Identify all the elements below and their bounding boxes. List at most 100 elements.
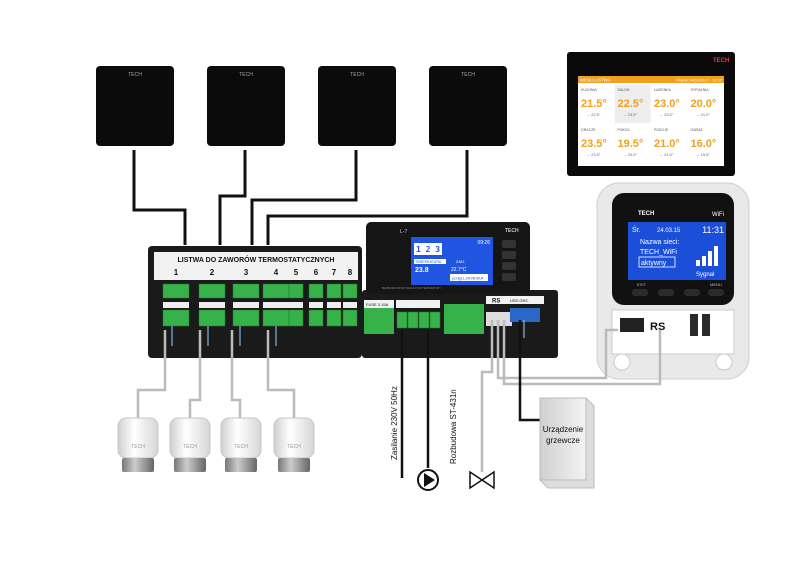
tile-name: KUCHNIA <box>581 88 597 92</box>
terminal-top <box>308 283 324 299</box>
wifi-status: aktywny <box>641 260 667 267</box>
terminal-bottom <box>232 309 260 327</box>
strip-rs-label: RS <box>492 299 500 305</box>
valve-symbol <box>469 470 495 490</box>
tile-temp: 21.0° <box>654 138 680 150</box>
tile-name: ŁAZIENKA <box>654 88 672 92</box>
sensor-brand: TECH <box>128 72 142 78</box>
tile-set: → 21.0° <box>696 112 711 117</box>
wifi-net-label: Nazwa sieci: <box>640 239 679 246</box>
thermostatic-actuator: TECH <box>220 417 262 472</box>
actuator-brand: TECH <box>183 444 197 450</box>
actuator-brand: TECH <box>131 444 145 450</box>
wifi-label: WiFi <box>712 212 724 218</box>
zone-number-4: 4 <box>274 268 279 277</box>
wifi-time: 11:31 <box>702 225 724 235</box>
terminal-top <box>232 283 260 299</box>
tile-name: SALON <box>618 88 630 92</box>
wifi-module: TECH WiFi Śr. 24.03.15 11:31 Nazwa sieci… <box>596 182 750 380</box>
wifi-menu-button <box>708 289 724 296</box>
terminal-bottom <box>308 309 324 327</box>
panel-tile: KUCHNIA 21.5° → 22.5° <box>578 85 614 123</box>
zone-number-2: 2 <box>210 268 215 277</box>
terminal-label <box>233 302 259 308</box>
tile-set: → 23.0° <box>623 112 638 117</box>
set-label: ZAD. <box>456 259 465 264</box>
tile-name: GARAŻ <box>691 127 704 132</box>
tile-temp: 23.5° <box>581 138 607 150</box>
expansion-label: Rozbudowa ST-431n <box>449 389 458 464</box>
panel-title: LISTWA <box>594 78 611 83</box>
wifi-date: 24.03.15 <box>657 228 681 234</box>
panel-brand: TECH <box>713 58 729 64</box>
terminal-label <box>289 302 303 308</box>
device-line1: Urządzenie <box>543 425 584 434</box>
controller-time: 09:26 <box>477 240 490 246</box>
wifi-exit-button <box>632 289 648 296</box>
zone-number-6: 6 <box>314 268 319 277</box>
tile-temp: 19.5° <box>618 138 644 150</box>
wifi-brand: TECH <box>638 211 654 217</box>
pump-symbol <box>417 469 439 491</box>
tile-temp: 23.0° <box>654 98 680 110</box>
wifi-exit-label: EXIT <box>637 282 646 287</box>
sensor-brand: TECH <box>350 72 364 78</box>
wifi-down-button <box>684 289 700 296</box>
tile-set: → 21.0° <box>659 152 674 157</box>
tile-temp: 21.5° <box>581 98 607 110</box>
zone-number-3: 3 <box>244 268 249 277</box>
terminal-bottom <box>288 309 304 327</box>
temp-value: 23.8 <box>415 267 429 274</box>
status-text: podgrz.ZA NISKA <box>452 276 484 281</box>
bottom-wires <box>136 320 662 478</box>
temp-label: TEMPERATURA <box>415 260 442 264</box>
actuator-brand: TECH <box>234 444 248 450</box>
panel-tile: POKÓJ 19.5° → 20.0° <box>615 125 651 163</box>
actuator-brand: TECH <box>287 444 301 450</box>
controller-model: L-7 <box>400 229 407 235</box>
strip-title: LISTWA DO ZAWORÓW TERMOSTATYCZNYCH <box>178 255 335 264</box>
rs-socket <box>620 318 644 332</box>
terminal-bottom <box>326 309 342 327</box>
terminal-top <box>326 283 342 299</box>
terminal-label <box>309 302 323 308</box>
sensor-wires <box>132 150 469 245</box>
room-sensor: TECH <box>429 66 507 146</box>
touch-panel: MENU LISTWA Piątek 24/03/2017 - 11:37 TE… <box>567 52 735 176</box>
wifi-net-name: TECH_WiFi <box>640 249 677 256</box>
wifi-rs-label: RS <box>650 321 665 333</box>
tile-name: POKÓJ <box>618 127 630 132</box>
panel-date: Piątek 24/03/2017 - 11:37 <box>676 78 722 83</box>
controller-desc: BEZPRZEWODOWY REGULATOR TEMPERATURY <box>382 287 441 290</box>
tile-set: → 15.5° <box>696 152 711 157</box>
terminal-bottom <box>262 309 290 327</box>
zone-number-7: 7 <box>332 268 337 277</box>
zone-number-8: 8 <box>348 268 353 277</box>
sensor-brand: TECH <box>461 72 475 78</box>
terminal-label <box>343 302 357 308</box>
fuse-label: FUSE 3.15A <box>366 302 389 307</box>
tile-set: → 22.5° <box>586 112 601 117</box>
terminal-bottom <box>198 309 226 327</box>
terminal-top <box>342 283 358 299</box>
actuators: TECH TECH TECH TECH <box>117 417 315 472</box>
wifi-day: Śr. <box>632 225 641 234</box>
tile-set: → 20.0° <box>623 152 638 157</box>
terminal-top <box>198 283 226 299</box>
thermostatic-actuator: TECH <box>117 417 159 472</box>
terminal-label <box>199 302 225 308</box>
terminal-label <box>263 302 289 308</box>
room-sensor: TECH <box>318 66 396 146</box>
terminal-label <box>327 302 341 308</box>
thermostatic-actuator: TECH <box>169 417 211 472</box>
zone-number-1: 1 <box>174 268 179 277</box>
tile-temp: 20.0° <box>691 98 717 110</box>
terminal-blocks <box>162 283 358 327</box>
